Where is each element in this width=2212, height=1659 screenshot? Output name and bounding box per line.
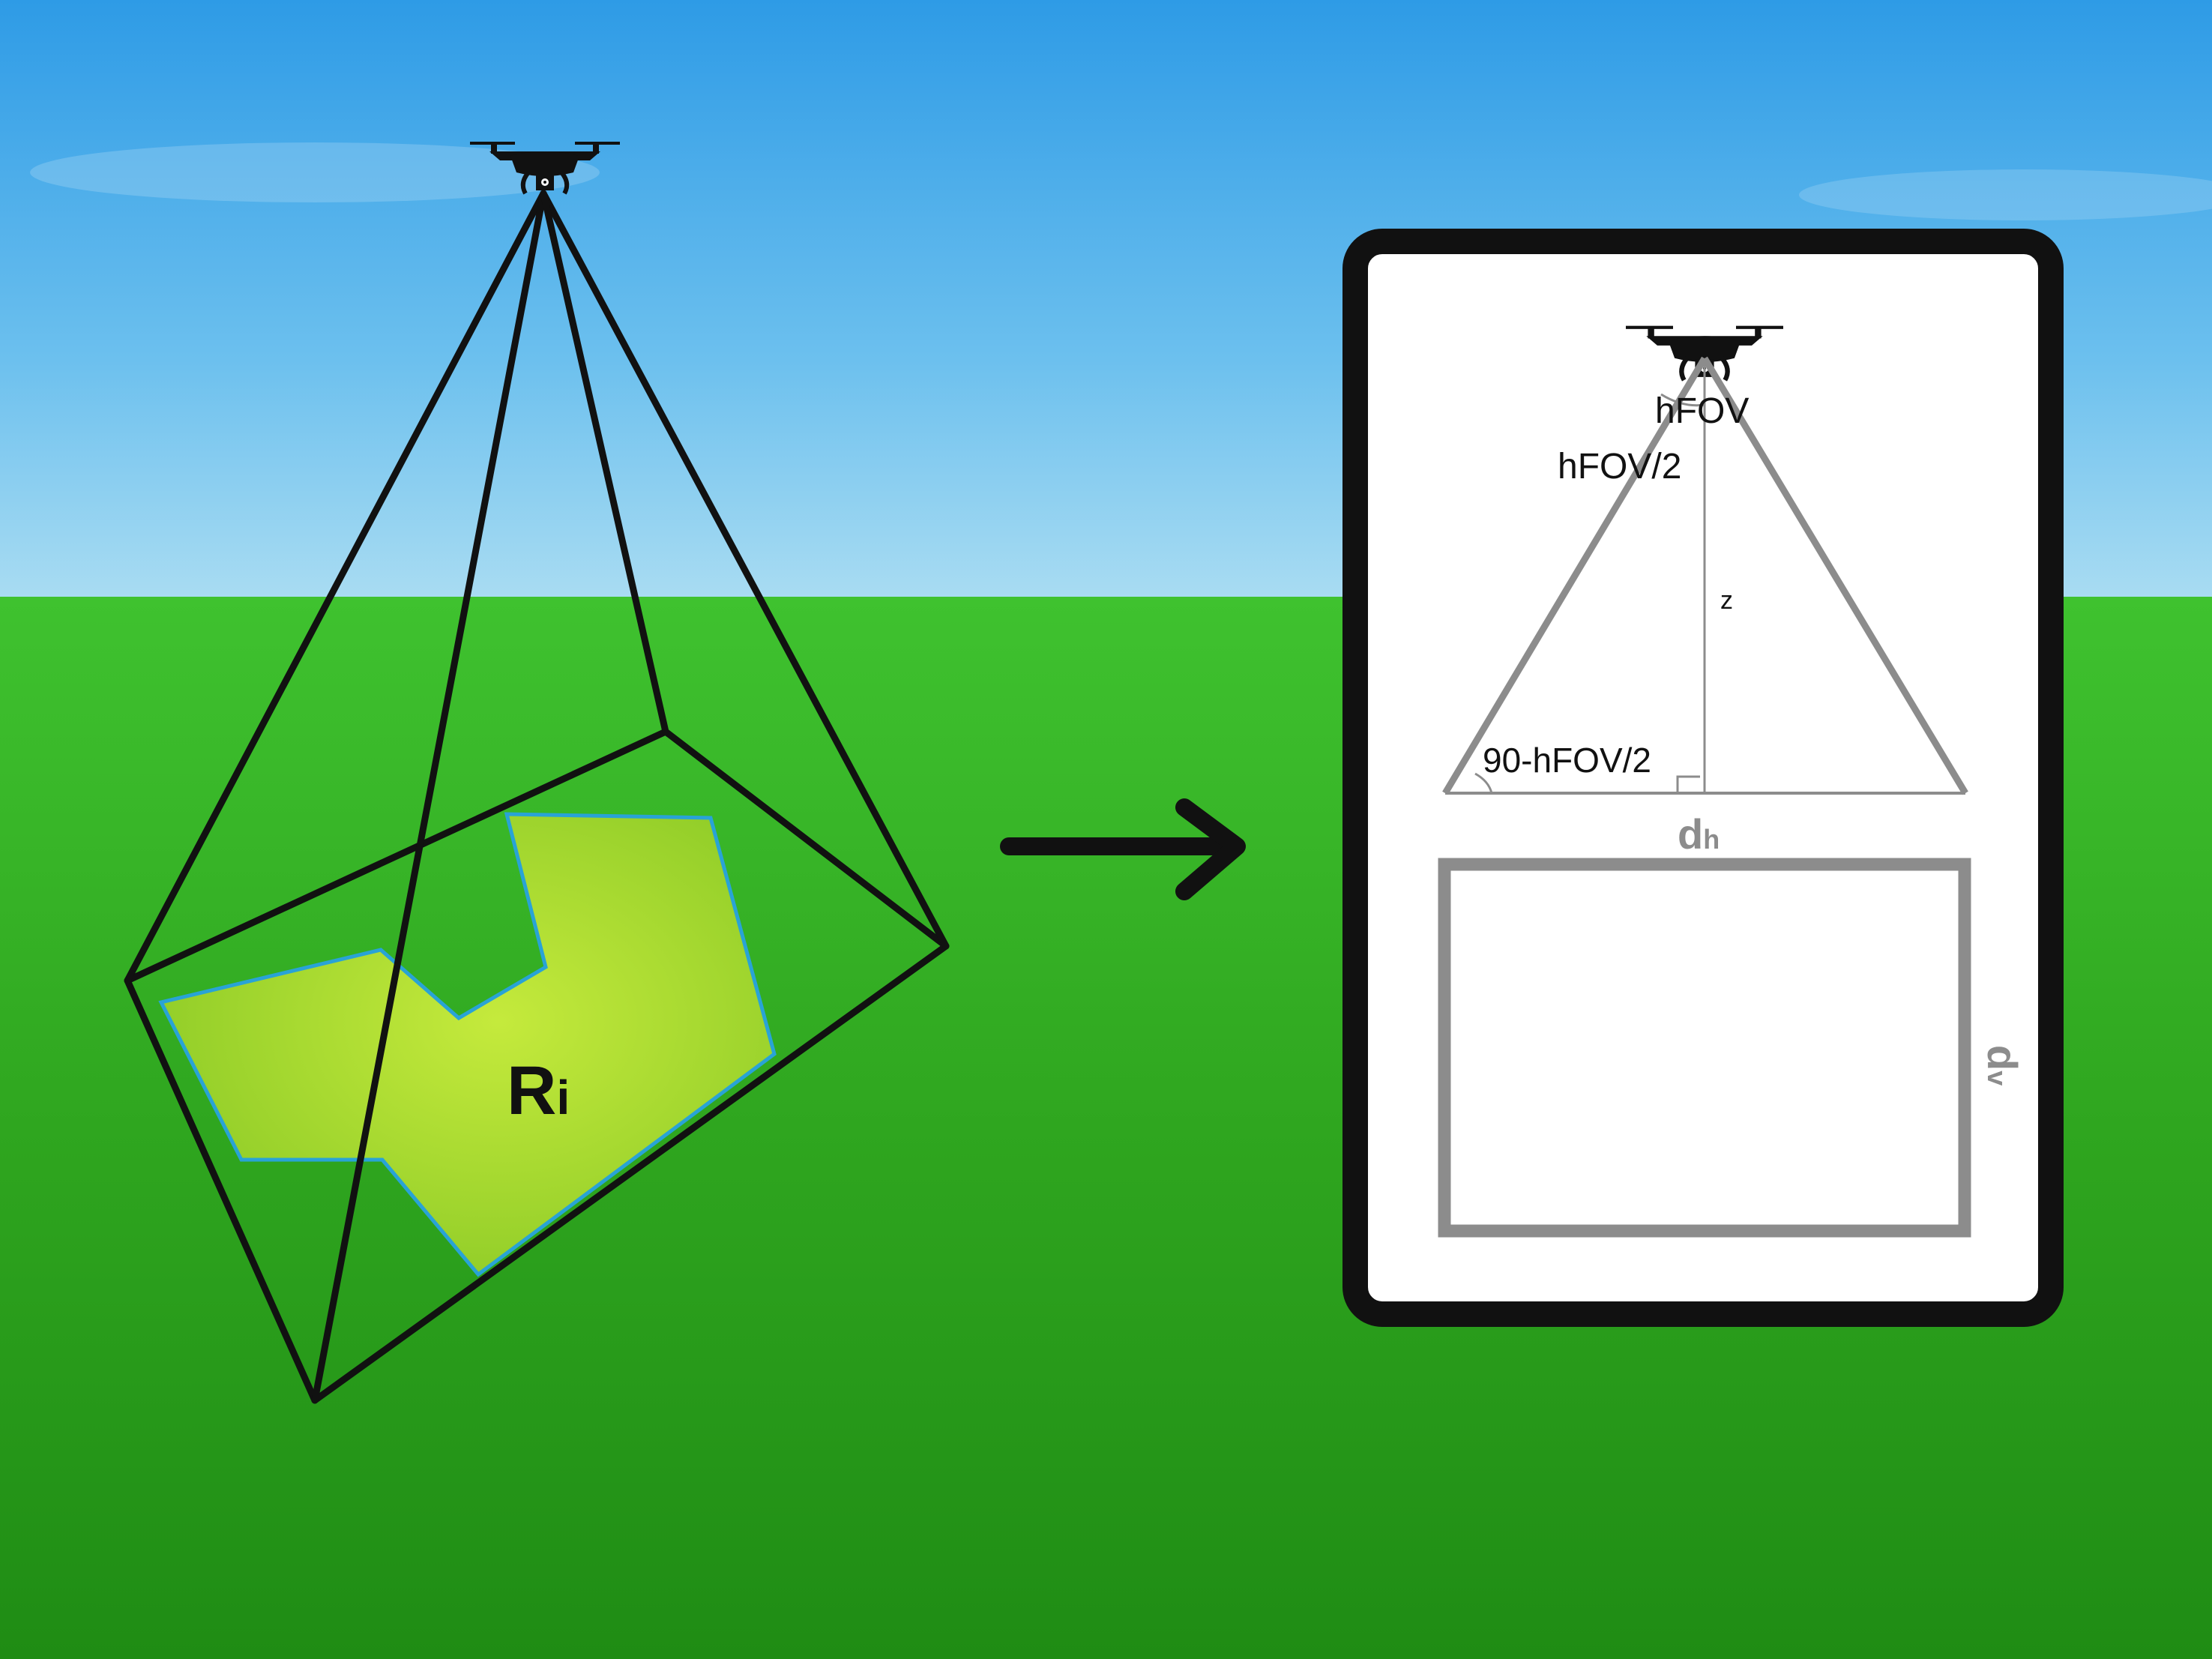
right-angle-marker [1676,775,1700,793]
frustum-edge [124,190,547,984]
region-label-main: R [507,1053,556,1129]
cloud-wisp [30,142,600,202]
depth-label: dv [1979,1045,2026,1086]
half-angle-arc [1660,393,1705,407]
geometry-panel: hFOV hFOV/2 z 90-hFOV/2 dh dv [1342,229,2064,1327]
fov-right-ray [1702,356,1968,795]
depth-label-sub: v [1982,1071,2013,1086]
fov-left-ray [1442,356,1708,795]
region-label-sub: i [556,1071,570,1124]
width-label-main: d [1678,810,1703,858]
frustum-edge [311,190,547,1404]
cloud-wisp [1799,169,2212,220]
width-label-sub: h [1703,824,1720,855]
base-angle-arc [1474,772,1493,794]
frustum-edge [540,190,669,735]
angle-half-label: hFOV/2 [1558,447,1681,487]
region-label: Ri [507,1053,570,1129]
height-label: z [1720,586,1733,615]
arrow-right-icon [1000,798,1246,900]
frustum-edge [540,190,950,950]
angle-full-label: hFOV [1655,391,1749,431]
width-label: dh [1678,810,1720,858]
frustum-view: Ri [124,142,950,1404]
depth-label-main: d [1979,1045,2026,1071]
ground-footprint-rect [1438,858,1971,1238]
base-angle-label: 90-hFOV/2 [1483,741,1651,780]
region-ri [158,812,777,1277]
